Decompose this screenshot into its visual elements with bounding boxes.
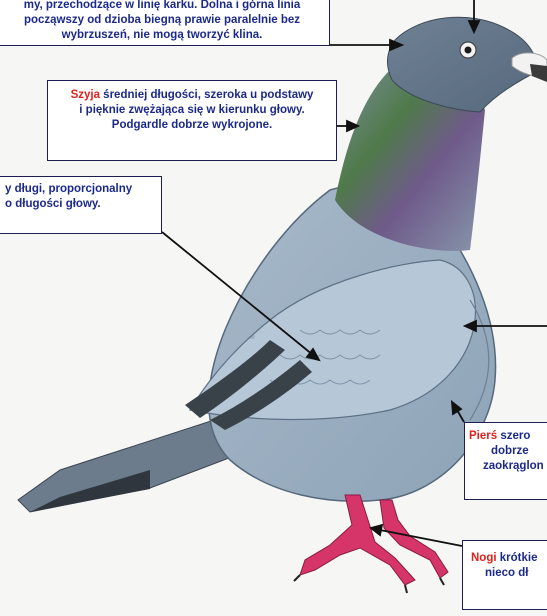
callout-neck-line3: Podgardle dobrze wykrojone. [48, 118, 336, 133]
callout-chest-line3: zaokrąglon [469, 459, 547, 474]
callout-neck-line1-text: średniej długości, szeroka u podstawy [100, 89, 313, 101]
callout-chest: Pierś szero dobrze zaokrąglon [464, 422, 547, 500]
callout-chest-line1: Pierś szero [469, 429, 547, 444]
callout-neck-term: Szyja [71, 89, 100, 101]
callout-neck-line2: i pięknie zwężająca się w kierunku głowy… [48, 103, 336, 118]
callout-head-line2: począwszy od dzioba biegną prawie parale… [0, 13, 329, 28]
callout-beak-line1: y długi, proporcjonalny [5, 182, 161, 197]
callout-neck-line1: Szyja średniej długości, szeroka u podst… [48, 88, 336, 103]
callout-beak-line2: o długości głowy. [5, 197, 161, 212]
callout-head: my, przechodzące w linię karku. Dolna i … [0, 0, 330, 46]
callout-head-line1: my, przechodzące w linię karku. Dolna i … [0, 0, 329, 13]
callout-head-line3: wybrzuszeń, nie mogą tworzyć klina. [0, 28, 329, 43]
callout-chest-line1-text: szero [497, 430, 530, 442]
callout-legs-term: Nogi [471, 552, 497, 564]
callout-legs: Nogi krótkie nieco dł [462, 540, 547, 610]
callout-legs-line2: nieco dł [471, 566, 547, 581]
callout-legs-line1-text: krótkie [497, 552, 538, 564]
pigeon-beak [530, 64, 547, 82]
callout-chest-term: Pierś [469, 430, 497, 442]
pigeon-feet [300, 495, 448, 585]
callout-beak: y długi, proporcjonalny o długości głowy… [0, 176, 162, 234]
callout-neck: Szyja średniej długości, szeroka u podst… [47, 80, 337, 161]
callout-chest-line2: dobrze [469, 444, 547, 459]
callout-legs-line1: Nogi krótkie [471, 551, 547, 566]
